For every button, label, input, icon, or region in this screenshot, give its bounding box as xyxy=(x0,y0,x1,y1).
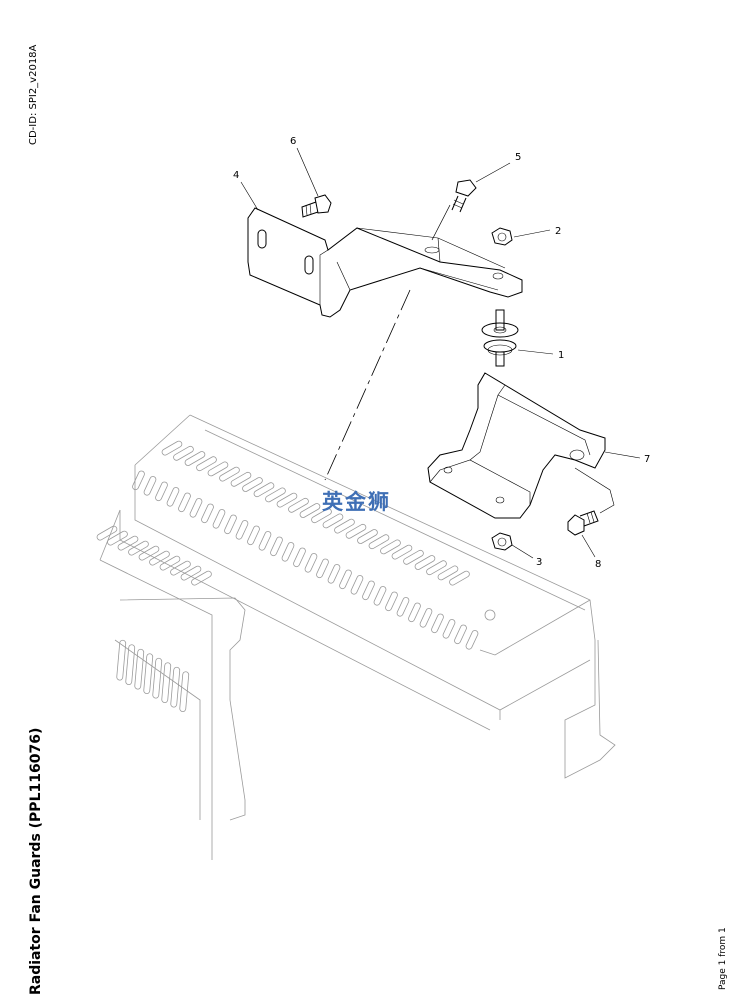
guard-slot xyxy=(437,565,459,581)
guard-slot xyxy=(357,529,378,544)
guard-slot xyxy=(431,613,444,634)
guard-slot xyxy=(191,570,212,586)
guard-slot xyxy=(454,624,467,645)
callout-3: 3 xyxy=(536,557,542,568)
leader-lines xyxy=(240,147,641,559)
bolt-left xyxy=(301,194,332,218)
guard-slot xyxy=(265,487,286,503)
guard-slot xyxy=(96,525,118,541)
upper-bracket xyxy=(247,207,523,318)
bolt-top xyxy=(451,179,477,213)
callout-6: 6 xyxy=(290,136,296,147)
guard-slot xyxy=(242,477,263,492)
guard-slot xyxy=(212,509,226,529)
guard-slot xyxy=(316,558,329,579)
guard-slot xyxy=(207,461,229,477)
guard-slot xyxy=(414,555,436,570)
guard-slot xyxy=(152,657,163,699)
guard-slot xyxy=(304,553,318,573)
guard-slot xyxy=(149,550,170,566)
guard-slot xyxy=(385,591,398,612)
guard-slot xyxy=(368,534,390,550)
guard-slot xyxy=(396,597,410,617)
guard-slot xyxy=(391,544,413,560)
guard-slot xyxy=(311,508,332,524)
guard-slot xyxy=(380,539,401,555)
guard-slot xyxy=(143,476,157,496)
guard-slot xyxy=(258,531,272,551)
guard-slot xyxy=(166,487,180,507)
guard-slot xyxy=(184,451,206,466)
guard-slot xyxy=(345,523,367,539)
guard-slot xyxy=(170,666,181,708)
guard-slot xyxy=(247,525,260,546)
guard-slot xyxy=(419,608,433,628)
guard-slot xyxy=(373,586,387,606)
guard-slot xyxy=(173,445,194,461)
rubber-mount xyxy=(481,309,519,367)
guard-slot xyxy=(116,639,127,681)
guard-slot xyxy=(408,602,421,623)
alignment-centerline xyxy=(324,289,411,481)
guard-slot xyxy=(350,575,364,595)
guard-slot xyxy=(299,503,321,518)
guard-slot xyxy=(161,440,183,456)
guard-slot xyxy=(322,513,344,529)
guard-slot xyxy=(276,492,298,508)
guard-slot xyxy=(253,482,275,498)
guard-slot xyxy=(403,549,424,565)
guard-slot xyxy=(224,514,237,535)
guard-slot xyxy=(170,560,191,576)
guard-slot xyxy=(327,564,341,584)
guard-slot xyxy=(189,498,203,518)
guard-slot xyxy=(339,569,352,590)
bolt-lower xyxy=(567,467,615,536)
guard-slot xyxy=(155,481,168,502)
guard-slot xyxy=(201,503,214,524)
guard-slot xyxy=(138,545,160,561)
guard-slot xyxy=(281,542,295,562)
guard-slot xyxy=(125,644,136,686)
watermark-logo: 英金狮 xyxy=(322,490,391,514)
guard-slot xyxy=(288,497,309,513)
guard-slot xyxy=(449,570,470,586)
callout-1: 1 xyxy=(558,350,564,361)
guard-slot xyxy=(134,648,145,690)
callout-4: 4 xyxy=(233,170,239,181)
radiator-fan-guard xyxy=(96,414,616,860)
guard-slot xyxy=(442,619,456,639)
guard-slot xyxy=(270,536,283,557)
guard-slot xyxy=(293,547,306,568)
guard-slot xyxy=(107,530,128,546)
guard-slot xyxy=(235,520,249,540)
guard-slot xyxy=(180,565,202,581)
guard-slot xyxy=(128,540,149,556)
lower-bracket xyxy=(427,372,606,519)
guard-slot xyxy=(334,518,355,534)
guard-slot xyxy=(159,555,181,571)
guard-slot xyxy=(230,471,252,487)
bolt-axis-line xyxy=(431,204,451,241)
guard-slot xyxy=(426,560,447,576)
guard-slot xyxy=(178,492,191,513)
guard-slot xyxy=(362,580,375,601)
callout-8: 8 xyxy=(595,559,601,570)
guard-slot xyxy=(161,662,172,704)
callout-5: 5 xyxy=(515,152,521,163)
guard-slot xyxy=(143,653,154,695)
guard-slot xyxy=(219,466,240,482)
guard-slot xyxy=(465,630,479,650)
nut-bottom xyxy=(491,532,513,551)
guard-slot xyxy=(179,671,190,713)
guard-slot xyxy=(196,456,217,472)
callout-7: 7 xyxy=(644,454,650,465)
nut-top xyxy=(491,227,513,246)
callout-2: 2 xyxy=(555,226,561,237)
guard-slot xyxy=(132,470,145,491)
guard-slot xyxy=(117,535,139,551)
